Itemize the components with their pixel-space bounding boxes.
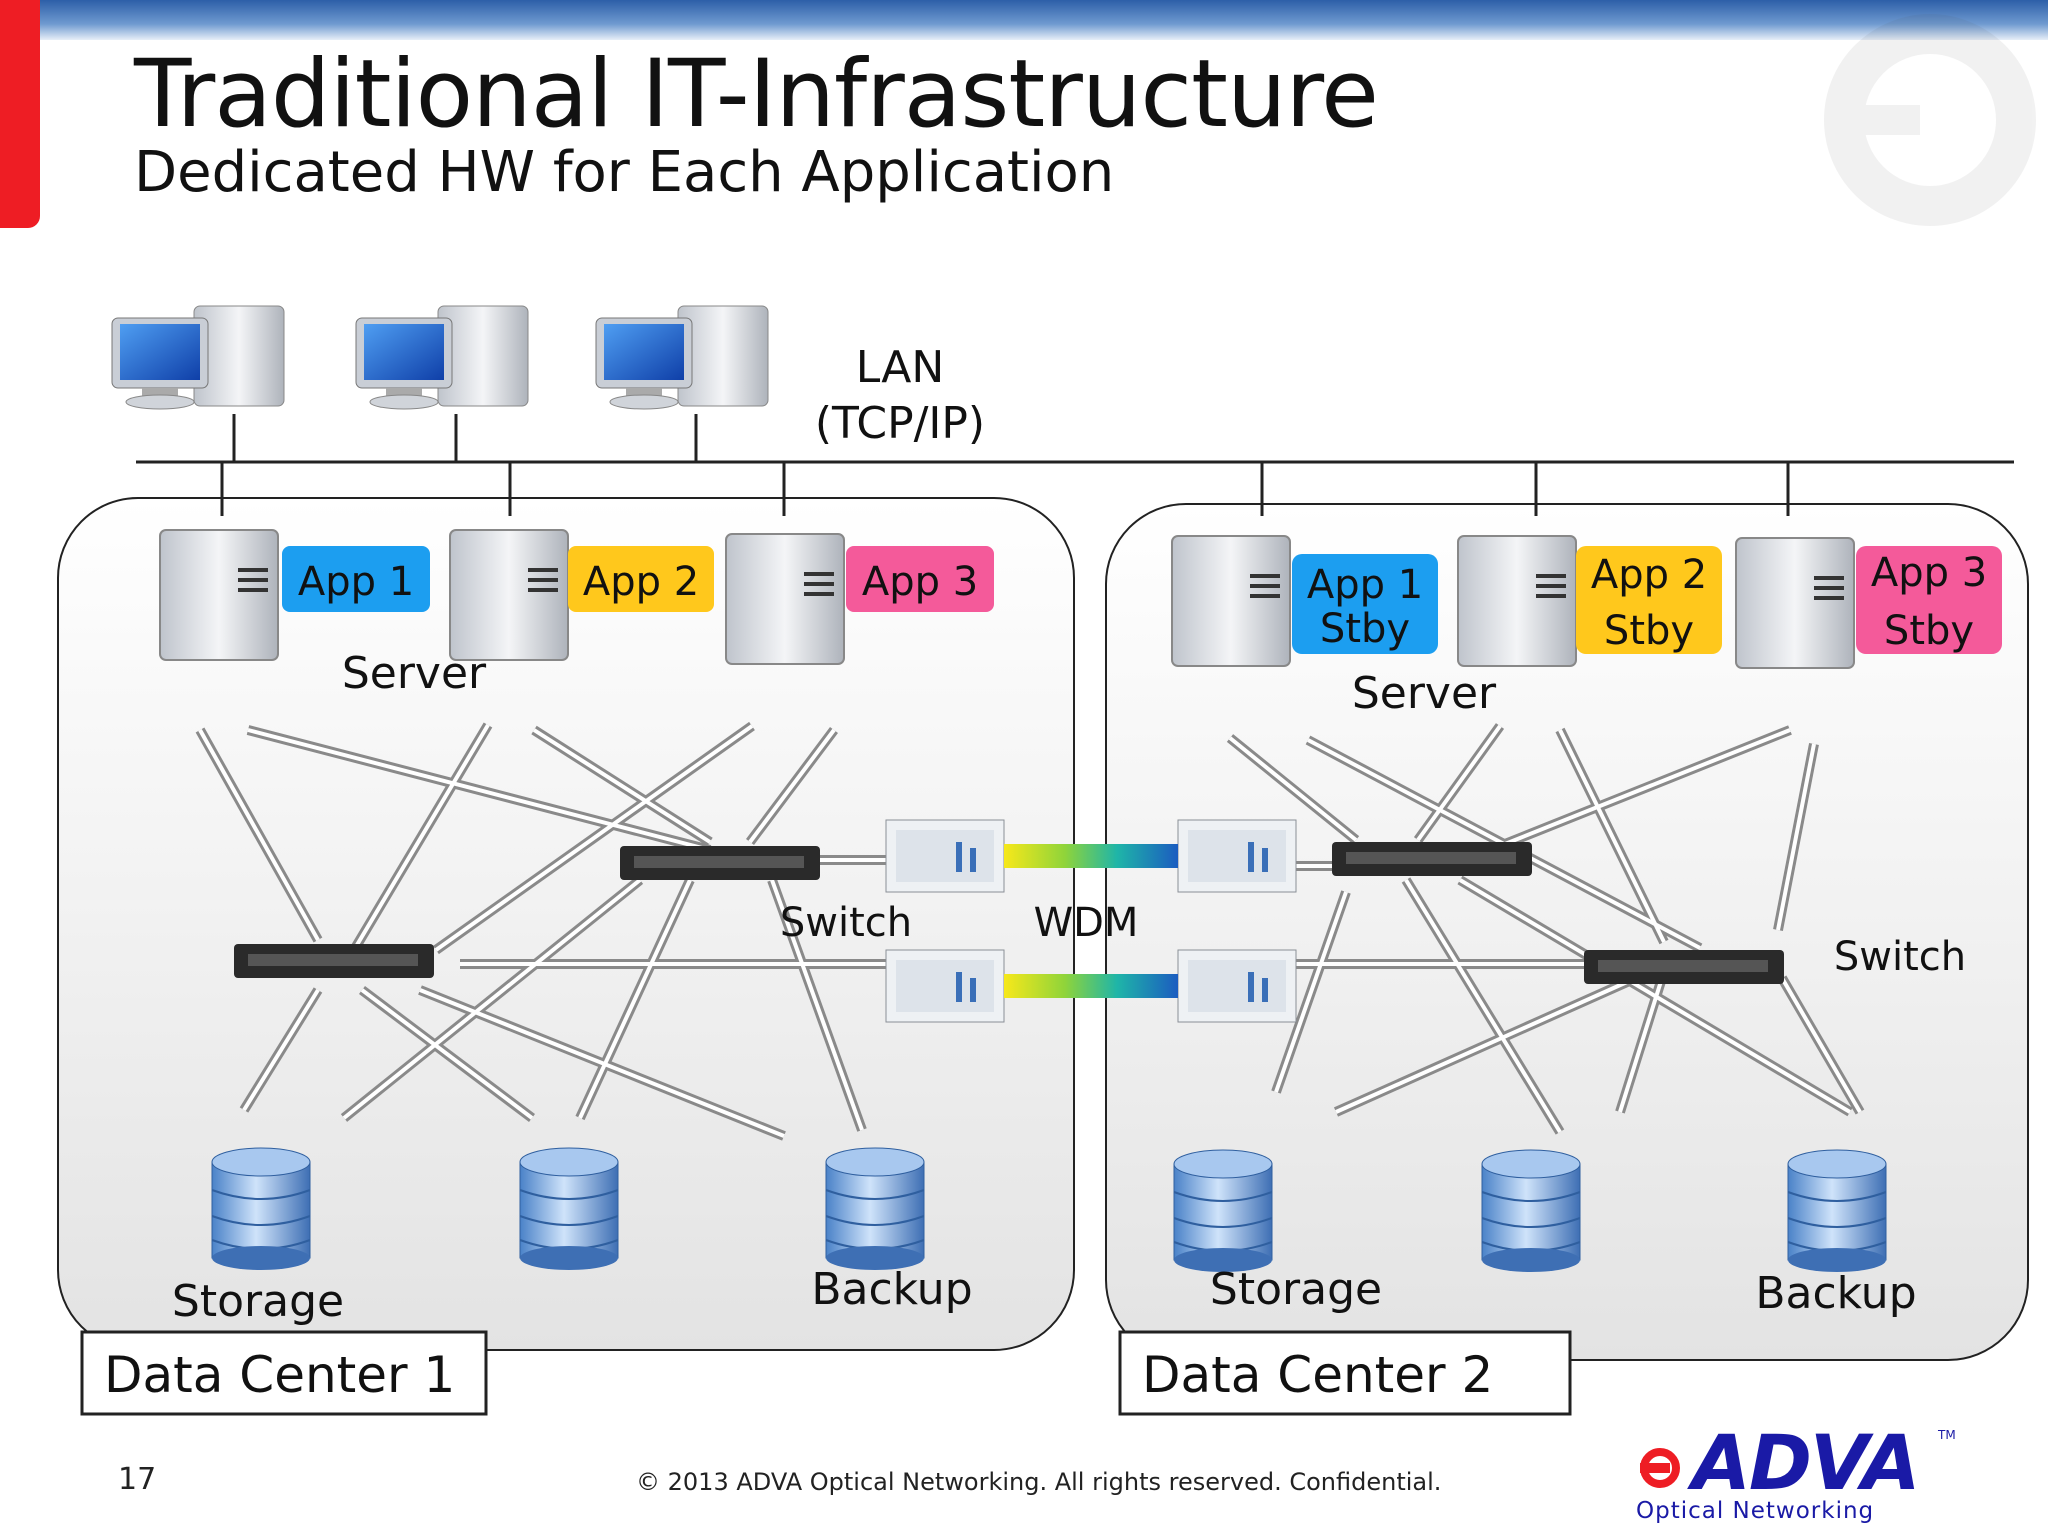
dc2-backup-label: Backup xyxy=(1755,1268,1916,1319)
dc2-server-label: Server xyxy=(1352,668,1497,719)
slide-title: Traditional IT-Infrastructure xyxy=(134,40,1379,149)
wdm-link-lower xyxy=(1004,974,1178,998)
lan-label: LAN xyxy=(856,342,945,393)
dc1-backup-label: Backup xyxy=(811,1264,972,1315)
server-tower-icon xyxy=(1457,535,1577,667)
logo-trademark: TM xyxy=(1938,1428,1956,1442)
wdm-device-icon xyxy=(885,819,1005,893)
wdm-link-upper xyxy=(1004,844,1178,868)
network-switch-icon xyxy=(234,944,434,978)
svg-text:Stby: Stby xyxy=(1884,608,1974,654)
storage-database-icon xyxy=(1481,1149,1581,1272)
wdm-device-icon xyxy=(1177,949,1297,1023)
desktop-computer-icon xyxy=(355,305,529,410)
storage-database-icon xyxy=(1173,1149,1273,1272)
svg-text:Stby: Stby xyxy=(1604,608,1694,654)
network-switch-icon xyxy=(620,846,820,880)
adva-logo: ADVA TM Optical Networking xyxy=(1636,1418,1956,1530)
wdm-label: WDM xyxy=(1034,900,1139,946)
svg-text:Stby: Stby xyxy=(1320,606,1410,652)
app-badge-2: App 2 xyxy=(568,546,714,612)
dc1-storage-label: Storage xyxy=(172,1276,344,1327)
svg-text:App 3: App 3 xyxy=(1871,550,1987,596)
logo-wordmark: ADVA xyxy=(1692,1418,1920,1507)
app-standby-badge-1: App 1 Stby xyxy=(1292,554,1438,654)
desktop-computer-icon xyxy=(111,305,285,410)
header-bar xyxy=(0,0,2048,40)
dc2-storage-label: Storage xyxy=(1210,1264,1382,1315)
copyright-text: © 2013 ADVA Optical Networking. All righ… xyxy=(636,1468,1442,1496)
backup-database-icon xyxy=(1787,1149,1887,1272)
server-tower-icon xyxy=(1735,537,1855,669)
app-badge-1: App 1 xyxy=(282,546,430,612)
app-standby-badge-3: App 3 Stby xyxy=(1856,546,2002,654)
svg-text:Data Center 1: Data Center 1 xyxy=(104,1346,455,1404)
adva-logo-icon xyxy=(1640,1448,1680,1488)
svg-text:App 1: App 1 xyxy=(298,559,414,605)
desktop-computer-icon xyxy=(595,305,769,410)
datacenter-1-box xyxy=(57,497,1075,1351)
svg-text:App 2: App 2 xyxy=(583,559,699,605)
dc1-server-label: Server xyxy=(342,648,487,699)
backup-database-icon xyxy=(825,1147,925,1270)
server-tower-icon xyxy=(159,529,279,661)
svg-text:App 1: App 1 xyxy=(1307,562,1423,608)
accent-tab xyxy=(0,0,40,228)
storage-database-icon xyxy=(211,1147,311,1270)
network-switch-icon xyxy=(1584,950,1784,984)
page-number: 17 xyxy=(118,1462,157,1497)
server-tower-icon xyxy=(449,529,569,661)
network-switch-icon xyxy=(1332,842,1532,876)
svg-text:App 3: App 3 xyxy=(862,559,978,605)
storage-database-icon xyxy=(519,1147,619,1270)
slide-subtitle: Dedicated HW for Each Application xyxy=(134,140,1115,205)
watermark-logo-icon xyxy=(1824,14,2036,226)
datacenter-1-label: Data Center 1 xyxy=(80,1330,488,1416)
server-tower-icon xyxy=(725,533,845,665)
wdm-device-icon xyxy=(885,949,1005,1023)
dc1-switch-label: Switch xyxy=(780,900,912,946)
lan-protocol-label: (TCP/IP) xyxy=(815,398,985,449)
datacenter-2-label: Data Center 2 xyxy=(1118,1330,1572,1416)
wdm-device-icon xyxy=(1177,819,1297,893)
svg-text:Data Center 2: Data Center 2 xyxy=(1142,1346,1493,1404)
server-tower-icon xyxy=(1171,535,1291,667)
logo-tagline: Optical Networking xyxy=(1636,1498,1875,1524)
app-standby-badge-2: App 2 Stby xyxy=(1576,546,1722,654)
app-badge-3: App 3 xyxy=(846,546,994,612)
lan-bus xyxy=(136,414,2014,516)
dc2-switch-label: Switch xyxy=(1834,934,1966,980)
svg-text:App 2: App 2 xyxy=(1591,552,1707,598)
